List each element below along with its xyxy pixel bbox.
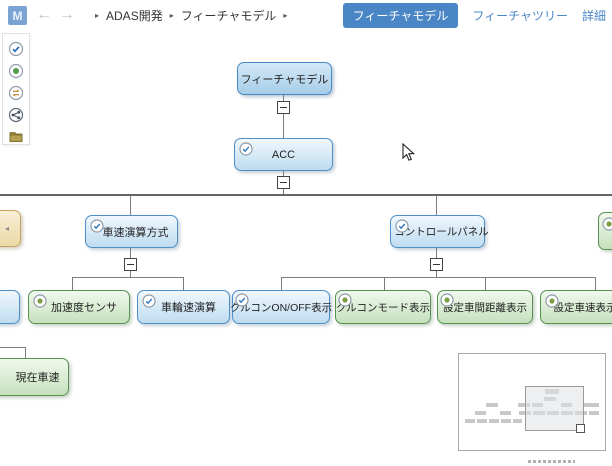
breadcrumb-sep-icon: ▸	[283, 10, 288, 20]
minimap-node	[500, 411, 511, 415]
connector-line	[281, 277, 595, 278]
mouse-cursor-icon	[402, 142, 416, 167]
node-accel-sensor[interactable]: 加速度センサ	[28, 290, 130, 324]
top-bar: M ← → ▸ ADAS開発 ▸ フィーチャモデル ▸ フィーチャモデル フィー…	[0, 0, 612, 30]
optional-dot-icon	[338, 293, 352, 307]
node-label: ACC	[271, 148, 296, 161]
node-label: 車輪速演算	[161, 302, 216, 314]
node-wheel-speed[interactable]: 車輪速演算	[137, 290, 230, 324]
tab-feature-tree[interactable]: フィーチャツリー	[472, 8, 568, 23]
collapse-toggle[interactable]	[277, 101, 290, 114]
minimap-node	[501, 419, 511, 423]
node-label: 車速演算方式	[102, 226, 169, 239]
node-partial-left-blue[interactable]	[0, 290, 20, 324]
collapse-arrow-icon: ◂	[5, 224, 10, 233]
tool-palette	[2, 33, 30, 145]
connector-line	[0, 347, 26, 348]
folder-icon[interactable]	[8, 128, 24, 144]
connector-line	[283, 189, 284, 194]
node-control-panel[interactable]: コントロールパネル	[390, 215, 489, 248]
connector-line	[130, 248, 131, 258]
mandatory-check-icon	[235, 293, 249, 307]
breadcrumb-item-adas[interactable]: ADAS開発	[106, 8, 163, 23]
tab-detail[interactable]: 詳細	[581, 8, 606, 23]
overview-panel	[458, 353, 606, 451]
mandatory-check-icon	[90, 219, 104, 233]
connector-line	[436, 196, 437, 215]
connector-line	[283, 114, 284, 138]
node-set-speed[interactable]: 設定車速表示	[540, 290, 612, 324]
connector-line	[72, 277, 184, 278]
back-arrow-icon[interactable]: ←	[36, 6, 52, 23]
node-cruise-onoff[interactable]: クルコンON/OFF表示	[229, 290, 333, 324]
connector-line	[25, 347, 26, 358]
collapse-toggle[interactable]	[430, 258, 443, 271]
breadcrumb-item-feature-model[interactable]: フィーチャモデル	[180, 8, 277, 23]
share-circle-icon[interactable]	[8, 107, 24, 123]
connector-line	[436, 248, 437, 258]
minimap-node	[486, 403, 498, 407]
optional-dot-icon	[440, 293, 454, 307]
overview-viewport[interactable]	[525, 386, 584, 431]
optional-dot-icon	[33, 294, 47, 308]
connector-line	[595, 277, 596, 290]
minimap-node	[513, 419, 522, 423]
minimap-node	[583, 403, 599, 407]
collapse-toggle[interactable]	[277, 176, 290, 189]
node-cruise-mode[interactable]: クルコンモード表示	[335, 290, 431, 324]
mandatory-check-icon	[142, 294, 156, 308]
connector-line	[130, 196, 131, 215]
connector-line	[281, 277, 282, 290]
connector-line	[130, 271, 131, 277]
connector-line	[72, 277, 73, 290]
overview-resize-handle[interactable]	[576, 424, 585, 433]
connector-line	[436, 271, 437, 277]
breadcrumb-sep-icon: ▸	[95, 10, 100, 20]
node-set-distance[interactable]: 設定車間距離表示	[437, 290, 533, 324]
minimap-node	[489, 419, 499, 423]
minimap-node	[518, 403, 530, 407]
minimap-node	[465, 419, 475, 423]
node-label: 設定車間距離表示	[443, 301, 527, 314]
node-acc[interactable]: ACC	[234, 138, 333, 171]
connector-line	[183, 277, 184, 290]
filled-dot-circle-icon[interactable]	[8, 63, 24, 79]
node-label: クルコンON/OFF表示	[229, 301, 333, 314]
dashed-marks	[528, 460, 575, 463]
node-label: 設定車速表示	[553, 301, 612, 314]
node-label: クルコンモード表示	[336, 301, 430, 314]
connector-line	[0, 194, 612, 196]
optional-dot-icon	[602, 217, 612, 231]
mandatory-check-icon	[239, 142, 253, 156]
connector-line	[283, 170, 284, 176]
mandatory-check-icon	[395, 219, 409, 233]
collapse-toggle[interactable]	[124, 258, 137, 271]
node-partial-right-green[interactable]	[598, 212, 612, 250]
check-circle-icon[interactable]	[8, 41, 24, 57]
node-feature-model[interactable]: フィーチャモデル	[237, 62, 332, 95]
node-label: フィーチャモデル	[240, 73, 329, 86]
forward-arrow-icon[interactable]: →	[59, 6, 75, 23]
minimap-node	[589, 411, 599, 415]
node-label: 加速度センサ	[51, 302, 117, 314]
breadcrumb: ▸ ADAS開発 ▸ フィーチャモデル ▸	[88, 0, 294, 30]
connector-line	[485, 277, 486, 290]
node-label: 現在車速	[15, 372, 60, 384]
node-current-speed[interactable]: 現在車速	[0, 358, 69, 396]
minimap-node	[477, 419, 487, 423]
node-label: コントロールパネル	[394, 226, 489, 238]
node-speed-calc[interactable]: 車速演算方式	[85, 215, 178, 248]
connector-line	[384, 277, 385, 290]
connector-line	[283, 95, 284, 101]
tab-feature-model[interactable]: フィーチャモデル	[342, 2, 459, 28]
orange-arrows-circle-icon[interactable]	[8, 85, 24, 101]
optional-dot-icon	[545, 294, 559, 308]
node-partial-left-tan[interactable]: ◂	[0, 210, 21, 247]
breadcrumb-sep-icon: ▸	[169, 10, 174, 20]
minimap-node	[475, 411, 486, 415]
app-logo[interactable]: M	[8, 6, 27, 25]
